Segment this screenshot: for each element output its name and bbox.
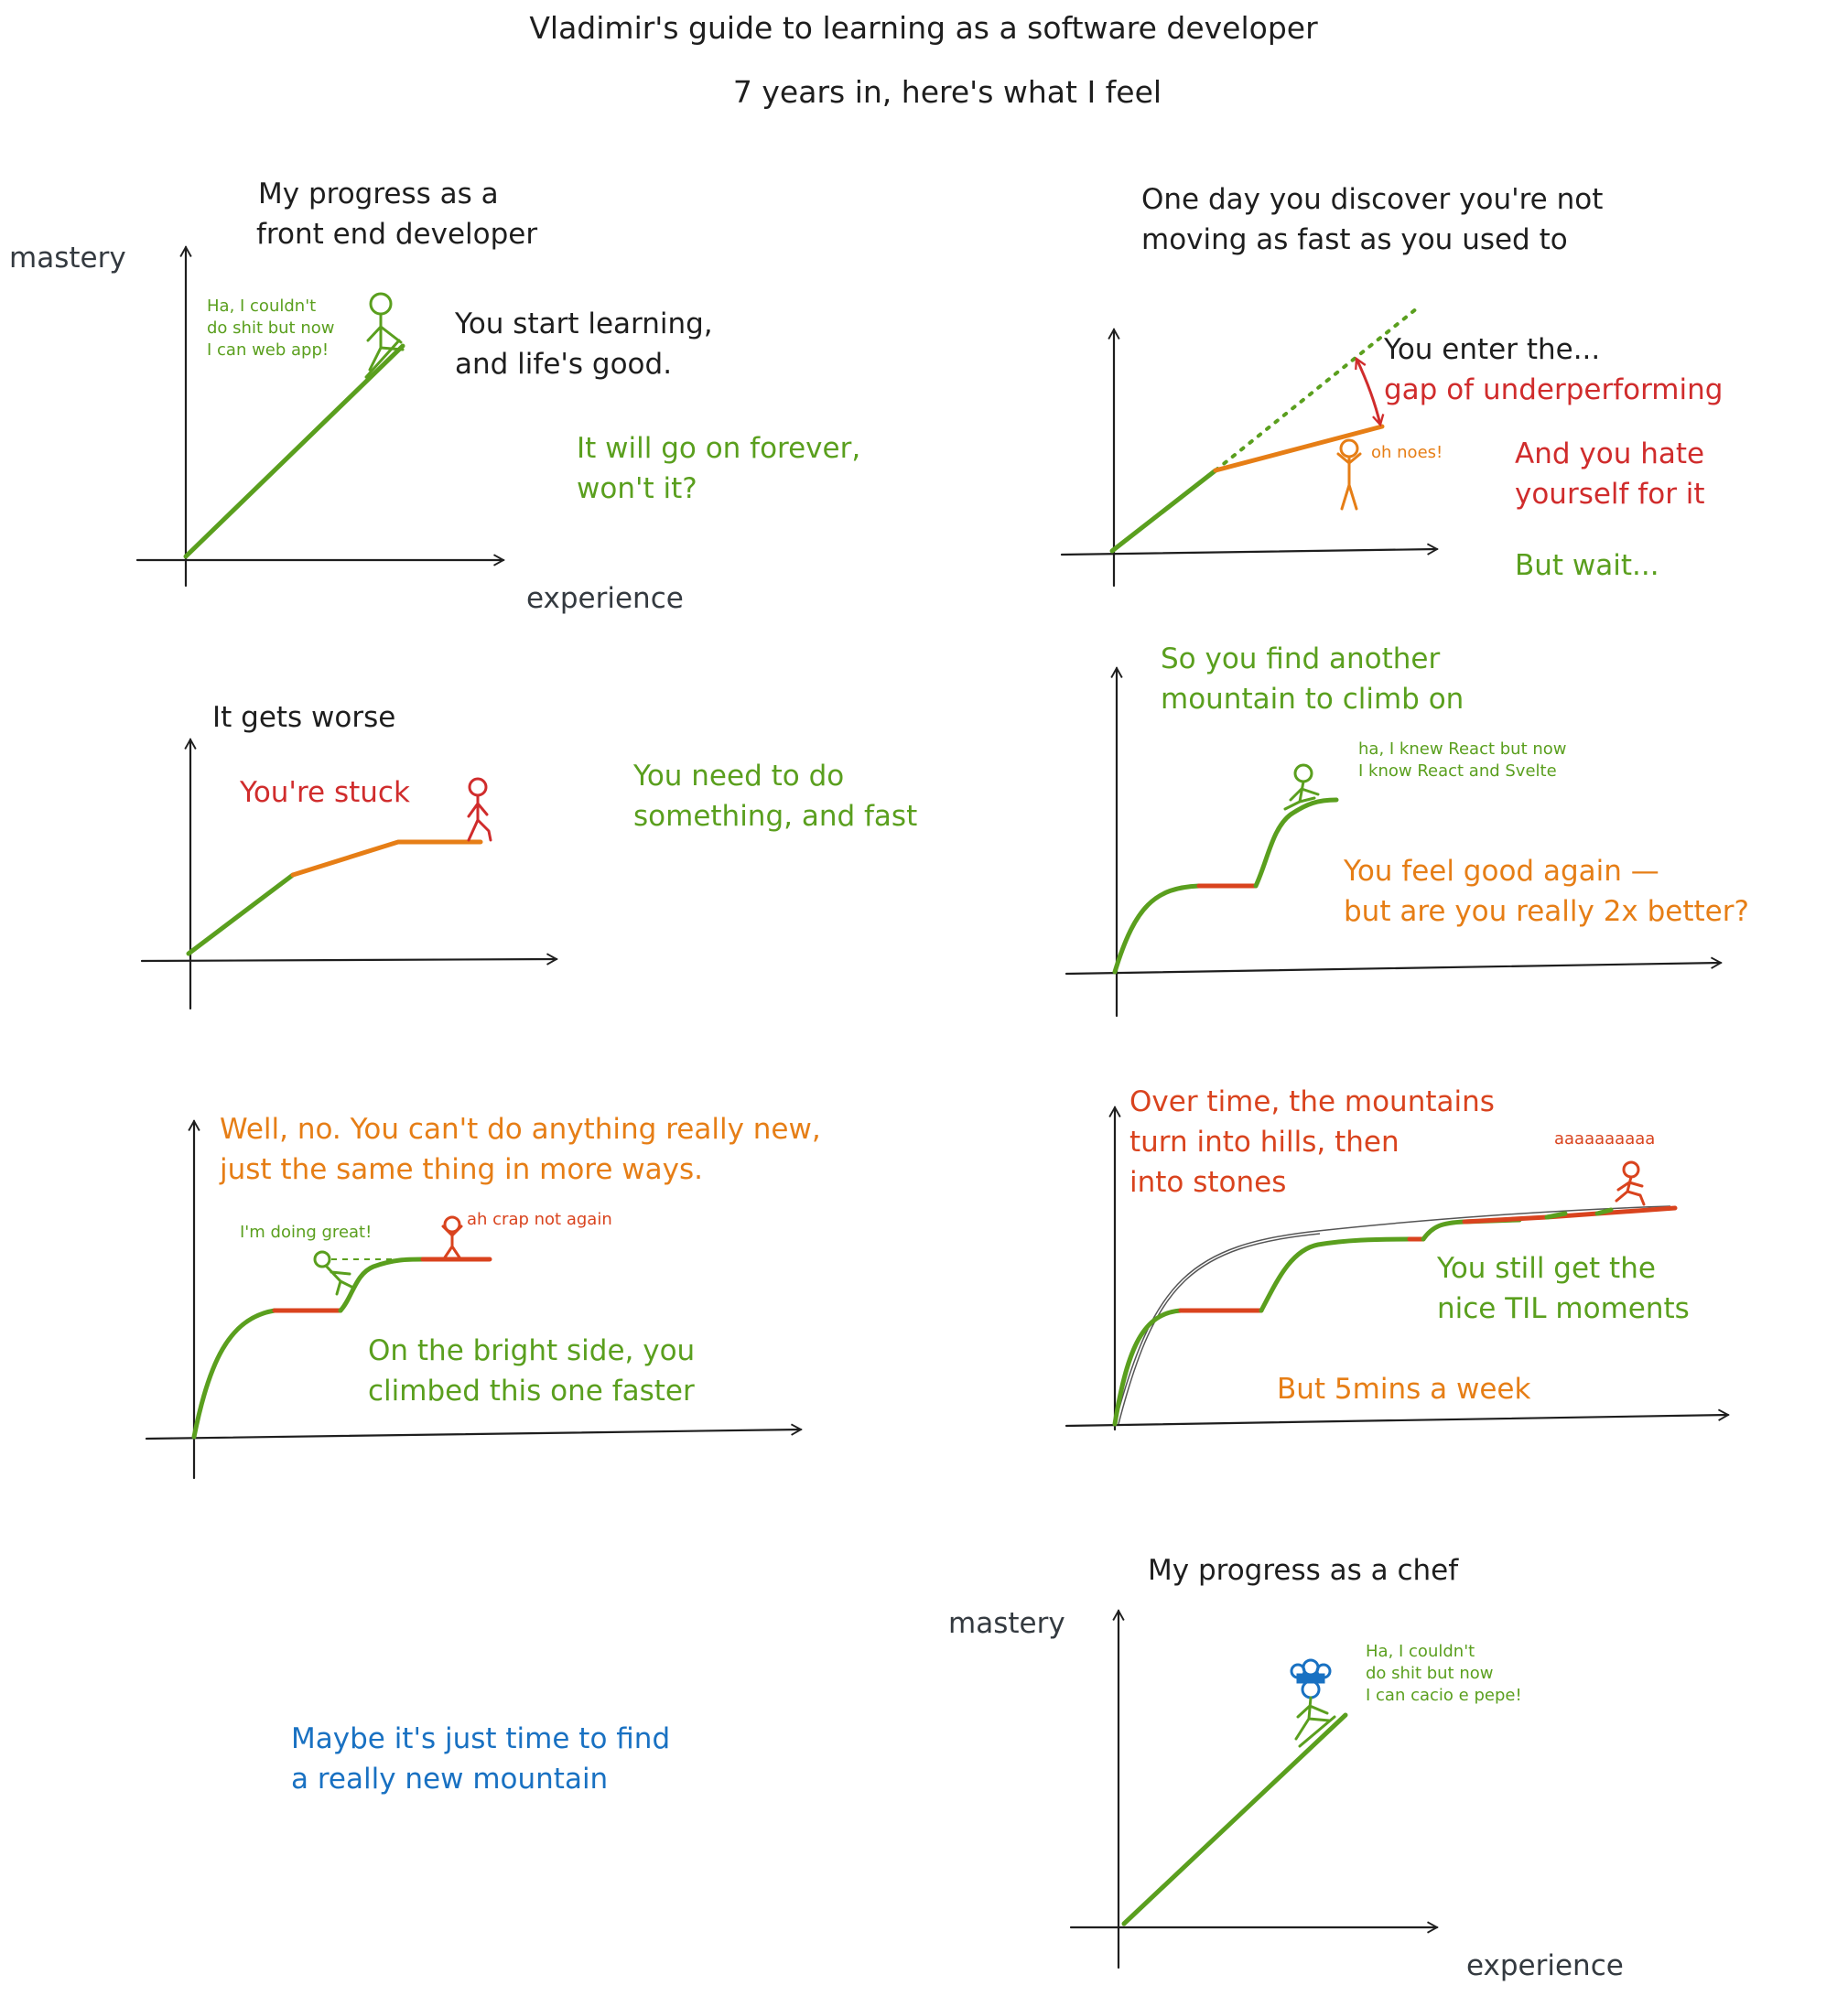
panel6-title-line2: turn into hills, then <box>1129 1126 1400 1159</box>
panel8-bubble-line3: I can cacio e pepe! <box>1366 1686 1522 1705</box>
panel2-hate-line2: yourself for it <box>1515 478 1705 511</box>
panel6-red-plateau-3 <box>1462 1214 1550 1225</box>
panel2-enter-text: You enter the... <box>1383 333 1600 366</box>
panel4-x-axis <box>1064 956 1723 976</box>
panel1-bubble-line1: Ha, I couldn't <box>207 297 316 316</box>
panel3-green-line <box>186 872 296 956</box>
page-title: Vladimir's guide to learning as a softwa… <box>529 10 1318 46</box>
panel6-green-step-2 <box>1259 1236 1412 1313</box>
panel1-stick-figure <box>364 292 405 379</box>
panel5-title-line1: Well, no. You can't do anything really n… <box>220 1113 821 1146</box>
panel4-stick-figure <box>1283 763 1320 811</box>
panel4-title-line2: mountain to climb on <box>1161 683 1464 716</box>
panel6-green-bits <box>1544 1207 1614 1220</box>
panel-chef-progress: My progress as a chef mastery experience… <box>948 1554 1624 1982</box>
panel3-stuck-label: You're stuck <box>239 776 410 809</box>
panel4-green-climb <box>1253 797 1339 889</box>
panel1-text1-line2: and life's good. <box>455 348 672 381</box>
panel4-bubble-line1: ha, I knew React but now <box>1358 739 1567 759</box>
panel3-x-axis <box>140 953 558 966</box>
panel1-growth-line <box>183 343 405 559</box>
panel8-chef-figure <box>1290 1658 1336 1748</box>
panel3-title: It gets worse <box>212 701 395 734</box>
panel8-growth-line <box>1121 1712 1348 1926</box>
panel1-bubble-line3: I can web app! <box>207 340 329 360</box>
panel-same-thing: Well, no. You can't do anything really n… <box>145 1113 821 1480</box>
panel6-asymptote-curve-2 <box>1118 1233 1321 1425</box>
panel3-text-line1: You need to do <box>632 760 844 793</box>
panel6-til-line1: You still get the <box>1436 1252 1656 1285</box>
panel2-dotted-projection <box>1214 307 1419 472</box>
panel6-til-line2: nice TIL moments <box>1437 1292 1690 1325</box>
panel8-y-axis-label: mastery <box>948 1607 1065 1640</box>
panel2-stick-figure <box>1336 438 1362 511</box>
panel1-title-line1: My progress as a <box>258 178 499 210</box>
panel1-x-axis-label: experience <box>526 582 684 615</box>
panel7-line2: a really new mountain <box>291 1763 608 1796</box>
panel2-x-axis <box>1060 543 1439 556</box>
panel8-title: My progress as a chef <box>1148 1554 1459 1587</box>
panel2-title-line1: One day you discover you're not <box>1141 183 1603 216</box>
panel8-bubble-line2: do shit but now <box>1366 1664 1493 1683</box>
panel6-asymptote-curve <box>1114 1205 1671 1425</box>
panel5-bubble-right: ah crap not again <box>467 1210 612 1229</box>
panel-frontend-progress: My progress as a front end developer mas… <box>9 178 860 615</box>
panel5-text-line1: On the bright side, you <box>368 1334 695 1367</box>
panel1-bubble-line2: do shit but now <box>207 318 334 338</box>
panel3-orange-line <box>290 839 483 878</box>
panel2-hate-line1: And you hate <box>1515 437 1704 470</box>
panel5-green-figure <box>313 1250 353 1296</box>
panel6-green-step-1 <box>1112 1308 1183 1427</box>
panel1-text2-line1: It will go on forever, <box>577 432 860 465</box>
panel5-text-line2: climbed this one faster <box>368 1375 695 1408</box>
panel4-bubble-line2: I know React and Svelte <box>1358 761 1557 781</box>
panel5-x-axis <box>145 1423 803 1440</box>
panel5-bubble-left: I'm doing great! <box>240 1223 372 1242</box>
panel-stuck: It gets worse You're stuck You need to d… <box>140 701 917 1010</box>
panel2-green-line <box>1109 468 1218 554</box>
panel-gap-underperforming: One day you discover you're not moving a… <box>1060 183 1723 588</box>
panel2-gap-text: gap of underperforming <box>1384 373 1723 406</box>
panel5-title-line2: just the same thing in more ways. <box>219 1153 703 1186</box>
panel7-line1: Maybe it's just time to find <box>291 1722 670 1755</box>
panel1-text1-line1: You start learning, <box>454 307 713 340</box>
panel2-orange-line <box>1213 424 1385 473</box>
panel6-week: But 5mins a week <box>1277 1373 1530 1406</box>
panel6-title-line1: Over time, the mountains <box>1129 1085 1495 1118</box>
panel6-title-line3: into stones <box>1129 1166 1286 1199</box>
panel6-scream: aaaaaaaaaa <box>1554 1129 1655 1149</box>
panel3-text-line2: something, and fast <box>633 800 917 833</box>
panel1-y-axis-label: mastery <box>9 242 126 275</box>
panel4-green-curve <box>1112 883 1202 975</box>
panel6-running-figure <box>1615 1160 1646 1206</box>
panel-another-mountain: So you find another mountain to climb on… <box>1064 642 1749 1018</box>
page-subtitle: 7 years in, here's what I feel <box>733 74 1162 110</box>
panel8-x-axis-label: experience <box>1466 1949 1624 1982</box>
panel2-figure-speech: oh noes! <box>1371 443 1443 462</box>
panel4-title-line1: So you find another <box>1161 642 1441 675</box>
panel6-x-axis <box>1064 1408 1730 1428</box>
panel4-text-line2: but are you really 2x better? <box>1344 895 1749 928</box>
panel2-title-line2: moving as fast as you used to <box>1141 223 1568 256</box>
panel1-text2-line2: won't it? <box>577 472 697 505</box>
panel5-green-climb <box>338 1257 426 1313</box>
panel4-text-line1: You feel good again — <box>1343 855 1659 888</box>
panel2-but-wait: But wait... <box>1515 549 1659 582</box>
panel-new-mountain: Maybe it's just time to find a really ne… <box>291 1722 670 1796</box>
panel5-green-curve <box>191 1308 277 1440</box>
panel1-title-line2: front end developer <box>256 218 537 251</box>
panel8-bubble-line1: Ha, I couldn't <box>1366 1642 1475 1661</box>
panel5-red-figure <box>441 1215 463 1259</box>
panel3-stick-figure <box>467 777 492 842</box>
panel2-gap-arrow <box>1356 359 1380 425</box>
panel6-top-line <box>1544 1205 1678 1220</box>
panel-stones: Over time, the mountains turn into hills… <box>1064 1085 1730 1431</box>
chef-hat-icon <box>1290 1658 1332 1684</box>
